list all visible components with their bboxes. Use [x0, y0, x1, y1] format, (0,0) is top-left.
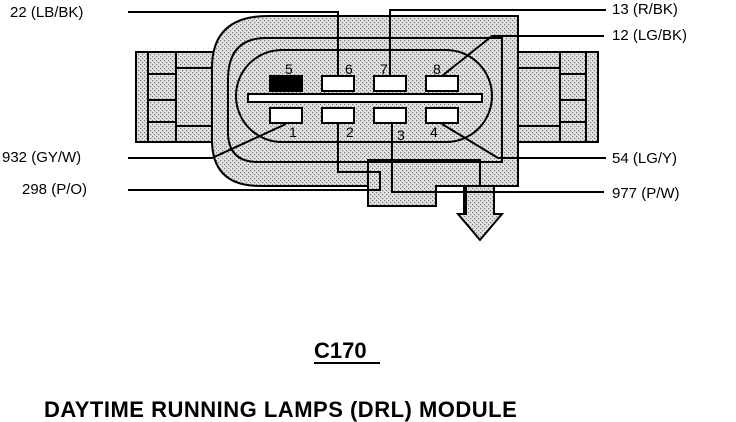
pin-number-4: 4 — [430, 124, 438, 140]
cavity-2 — [321, 107, 355, 124]
right-locking-tab — [515, 51, 599, 143]
arrow-indicator-icon — [455, 185, 505, 242]
cavity-7 — [373, 75, 407, 92]
pin-number-5: 5 — [285, 61, 293, 77]
pin-number-7: 7 — [380, 61, 388, 77]
pin-number-8: 8 — [433, 61, 441, 77]
cavity-3 — [373, 107, 407, 124]
leader-22 — [128, 11, 339, 76]
leader-13 — [389, 9, 606, 76]
pin-number-3: 3 — [397, 127, 405, 143]
diagram-caption: DAYTIME RUNNING LAMPS (DRL) MODULE — [44, 397, 517, 422]
wire-label-977-p-w: 977 (P/W) — [612, 185, 680, 202]
leader-12 — [441, 35, 604, 77]
wire-label-22-lb-bk: 22 (LB/BK) — [10, 4, 83, 21]
bottom-latch — [367, 159, 481, 213]
wire-label-12-lg-bk: 12 (LG/BK) — [612, 27, 687, 44]
pin-number-1: 1 — [289, 124, 297, 140]
wire-label-13-r-bk: 13 (R/BK) — [612, 1, 678, 18]
leader-54 — [441, 123, 606, 159]
leader-932 — [128, 123, 287, 159]
wire-label-54-lg-y: 54 (LG/Y) — [612, 150, 677, 167]
center-divider-bar — [247, 93, 483, 103]
pin-number-6: 6 — [345, 61, 353, 77]
wire-leaders — [128, 9, 606, 193]
wire-label-932-gy-w: 932 (GY/W) — [2, 149, 81, 166]
leader-298 — [128, 124, 381, 191]
left-locking-tab — [135, 51, 217, 143]
cavity-5-filled — [269, 75, 303, 92]
pin-number-2: 2 — [346, 124, 354, 140]
leader-977 — [391, 124, 604, 193]
wire-label-298-p-o: 298 (P/O) — [22, 181, 87, 198]
cavity-8 — [425, 75, 459, 92]
housing-inner-contour — [227, 37, 503, 163]
cavity-4 — [425, 107, 459, 124]
cavity-6 — [321, 75, 355, 92]
connector-id: C170 — [314, 338, 367, 363]
cavity-1 — [269, 107, 303, 124]
